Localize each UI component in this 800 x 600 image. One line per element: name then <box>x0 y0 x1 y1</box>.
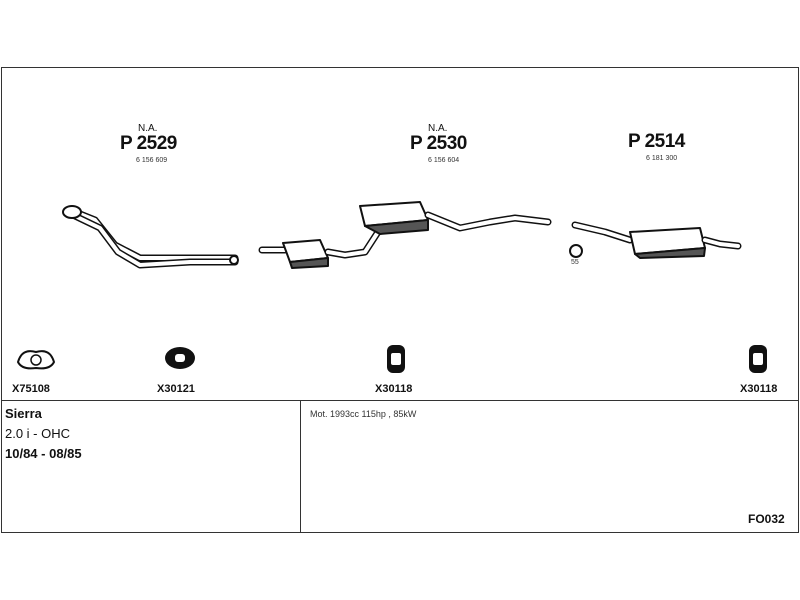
part-number[interactable]: P 2529 <box>120 133 177 154</box>
rubber-hanger-icon <box>749 345 767 373</box>
fitting-code[interactable]: X30121 <box>157 383 195 395</box>
vehicle-engine: 2.0 i - OHC <box>5 426 71 441</box>
vehicle-years: 10/84 - 08/85 <box>5 446 82 461</box>
part-note: N.A. <box>428 123 448 134</box>
rubber-hanger-icon <box>387 345 405 373</box>
divider <box>1 400 798 401</box>
gasket-icon <box>17 350 55 370</box>
engine-spec: Mot. 1993cc 115hp , 85kW <box>310 409 417 419</box>
clamp-icon <box>569 244 583 258</box>
part-number[interactable]: P 2530 <box>410 133 467 154</box>
diagram-code: FO032 <box>748 512 785 526</box>
oe-number: 6 181 300 <box>646 155 678 162</box>
front-pipe-drawing <box>62 205 239 269</box>
diagram-frame <box>1 67 799 533</box>
part-number[interactable]: P 2514 <box>628 131 685 152</box>
fitting-code[interactable]: X30118 <box>740 383 778 395</box>
part-note: N.A. <box>138 123 158 134</box>
divider <box>300 400 301 532</box>
oe-number: 6 156 609 <box>136 157 168 164</box>
rear-silencer-drawing <box>571 221 742 259</box>
vehicle-model: Sierra <box>5 406 42 421</box>
fitting-code[interactable]: X30118 <box>375 383 413 395</box>
rubber-ring-icon <box>165 347 195 369</box>
oe-number: 6 156 604 <box>428 157 460 164</box>
fitting-code[interactable]: X75108 <box>12 383 50 395</box>
middle-section-drawing <box>258 201 552 269</box>
clamp-label: 55 <box>571 259 579 266</box>
